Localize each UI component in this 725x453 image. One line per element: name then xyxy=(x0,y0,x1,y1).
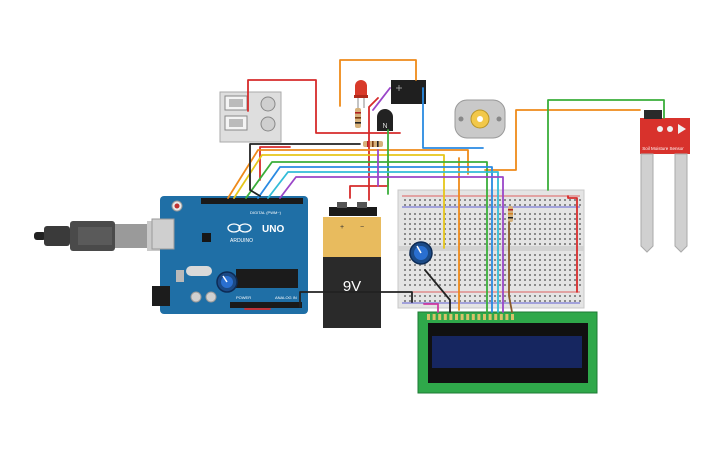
arduino-model-label: UNO xyxy=(262,224,284,235)
relay-module[interactable] xyxy=(391,80,426,104)
digital-header-label: DIGITAL (PWM~) xyxy=(250,210,282,215)
arduino-logo-icon xyxy=(227,223,252,233)
battery-9v[interactable]: + − 9V xyxy=(323,202,381,328)
battery-minus-label: − xyxy=(360,224,364,231)
arduino-uno-board[interactable]: ARDUINO UNO DIGITAL (PWM~) POWER ANALOG … xyxy=(151,196,308,314)
power-header-label: POWER xyxy=(236,295,251,300)
dc-motor[interactable] xyxy=(454,99,506,139)
arduino-brand-label: ARDUINO xyxy=(230,238,253,244)
slide-switch-module[interactable] xyxy=(219,91,282,143)
lcd-header-pins xyxy=(427,314,514,320)
breadboard-potentiometer[interactable] xyxy=(409,241,433,265)
arduino-potentiometer[interactable] xyxy=(216,271,238,293)
analog-header-label: ANALOG IN xyxy=(275,295,297,300)
battery-voltage-label: 9V xyxy=(343,278,361,295)
wires xyxy=(227,59,665,313)
breadboard-resistor[interactable] xyxy=(508,206,513,222)
soil-sensor-label: Soil Moisture Sensor xyxy=(642,146,684,151)
red-led[interactable] xyxy=(354,80,368,108)
breadboard-holes xyxy=(404,199,581,302)
svg-text:N: N xyxy=(382,123,387,130)
base-resistor[interactable] xyxy=(363,141,383,147)
soil-moisture-sensor[interactable]: Soil Moisture Sensor xyxy=(640,110,690,253)
led-resistor[interactable] xyxy=(355,108,361,128)
npn-transistor[interactable]: N xyxy=(377,109,393,131)
battery-plus-label: + xyxy=(340,224,344,231)
lcd-16x2-display[interactable] xyxy=(417,311,598,394)
usb-cable[interactable] xyxy=(34,221,167,251)
